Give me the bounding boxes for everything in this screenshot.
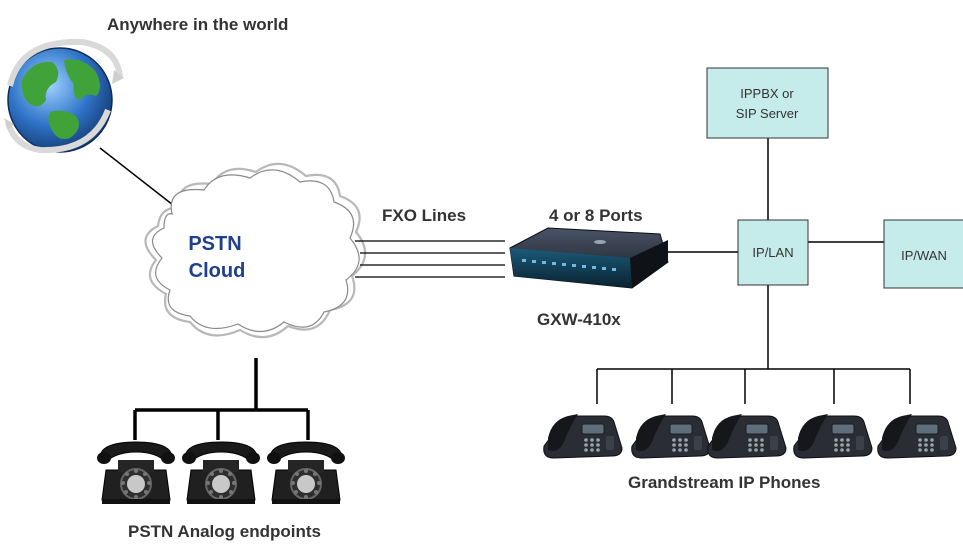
- ippbx-label-line1: IPPBX or: [740, 86, 794, 101]
- iplan-box: IP/LAN: [737, 219, 809, 286]
- ip-phone-icon: [877, 413, 957, 459]
- ipwan-label: IP/WAN: [901, 248, 947, 263]
- ip-phone-icon: [543, 413, 623, 459]
- cloud-label-cloud: Cloud: [189, 260, 246, 282]
- analog-endpoints-label: PSTN Analog endpoints: [128, 522, 321, 541]
- ip-phone-icon: [793, 413, 873, 459]
- ip-phone-icon: [631, 413, 711, 459]
- globe-icon: [4, 38, 183, 213]
- ip-phone-icon: [707, 413, 787, 459]
- ipwan-box: IP/WAN: [883, 219, 963, 289]
- rotary-phone-icon: [266, 441, 346, 505]
- gateway-device-icon: [509, 227, 669, 289]
- pstn-cloud: PSTN Cloud: [144, 162, 367, 339]
- ip-phones-label: Grandstream IP Phones: [628, 473, 820, 492]
- rotary-phone-icon: [96, 441, 176, 505]
- analog-tree: [133, 358, 310, 440]
- ippbx-box: IPPBX or SIP Server: [706, 67, 829, 139]
- cloud-label-pstn: PSTN: [188, 233, 241, 255]
- iplan-label: IP/LAN: [752, 245, 793, 260]
- fxo-lines-label: FXO Lines: [382, 206, 466, 225]
- gateway-label: GXW-410x: [537, 310, 621, 329]
- world-label: Anywhere in the world: [107, 15, 288, 34]
- rotary-phone-icon: [181, 441, 261, 505]
- ippbx-label-line2: SIP Server: [736, 106, 799, 121]
- fxo-lines: [355, 240, 505, 278]
- ports-label: 4 or 8 Ports: [549, 206, 643, 225]
- network-links: [596, 138, 911, 404]
